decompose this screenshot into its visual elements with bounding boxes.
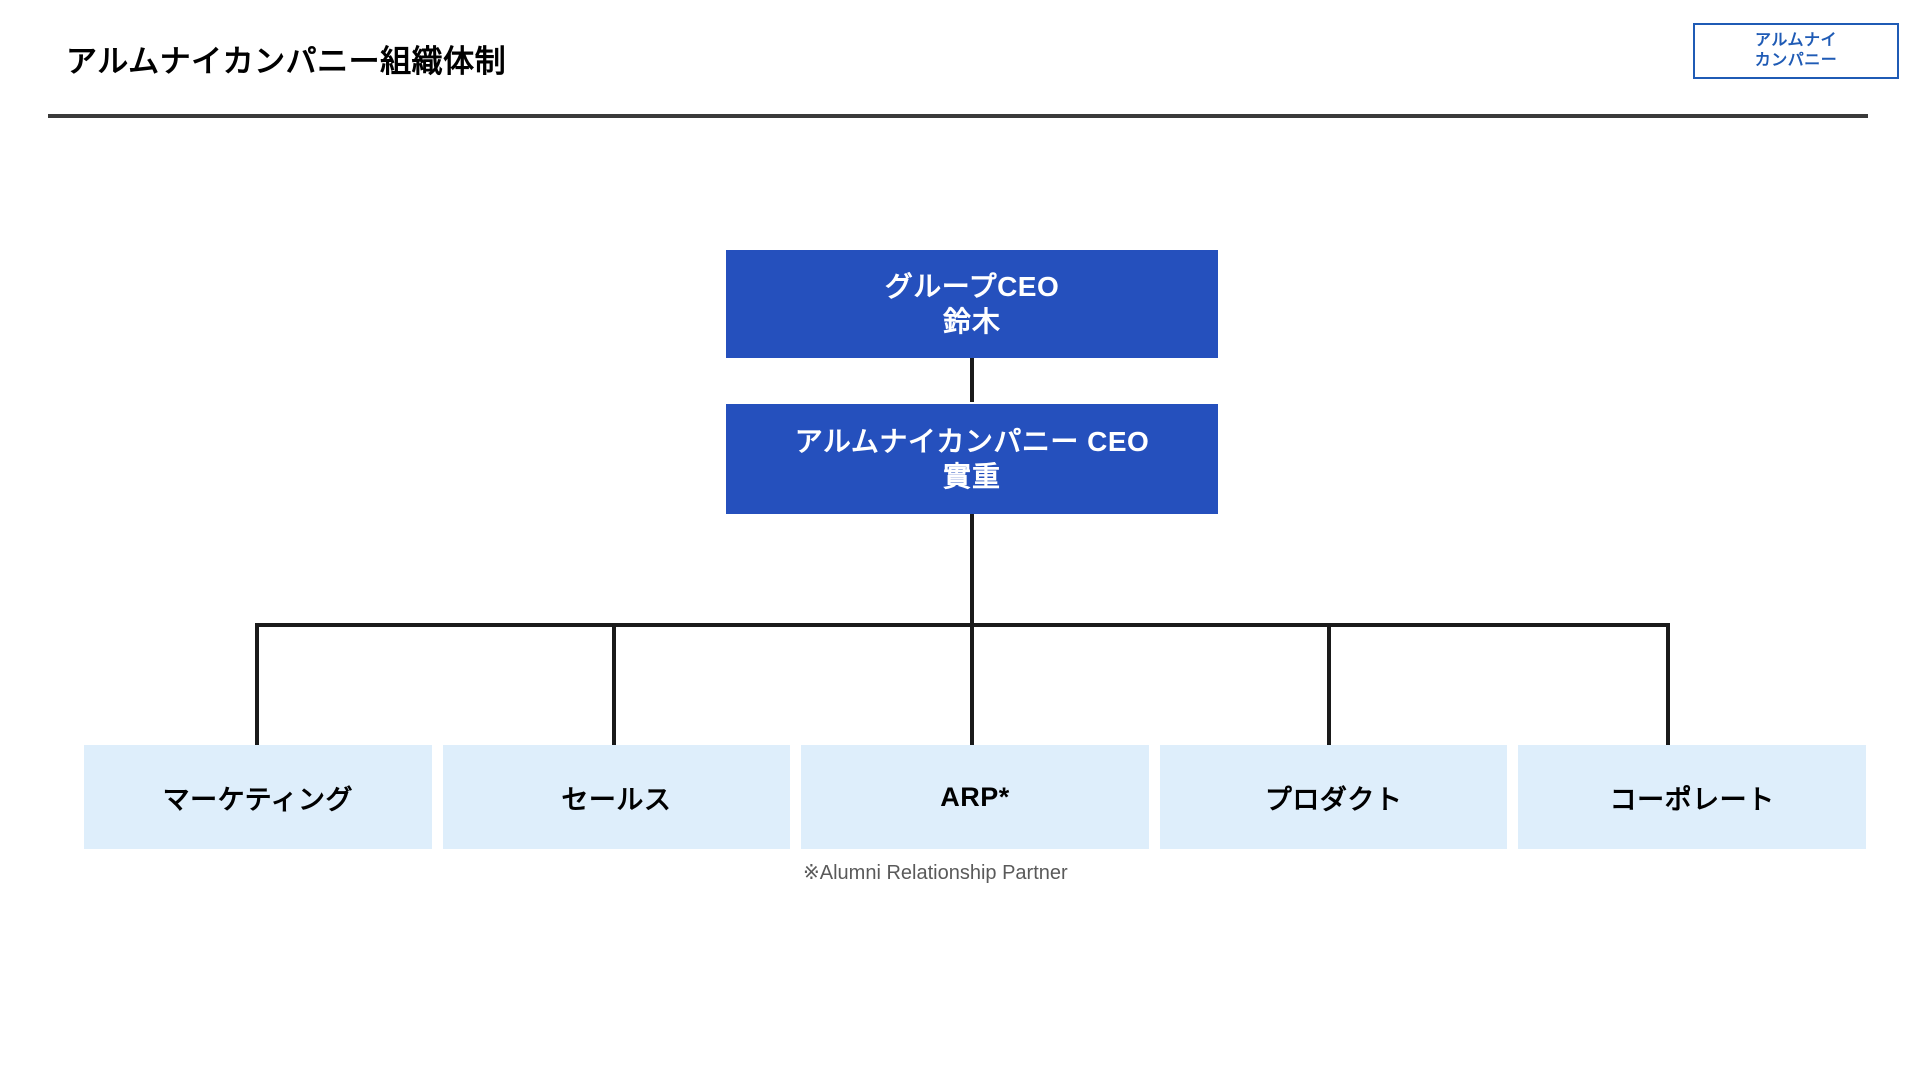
sales-label: セールス [561,784,672,815]
org-node-group-ceo[interactable]: グループCEO 鈴木 [726,250,1218,358]
org-node-alumni-company-ceo[interactable]: アルムナイカンパニー CEO 實重 [726,404,1218,514]
connector-drop-product [1327,623,1331,745]
header-divider-rule [48,114,1868,118]
connector-alumni-ceo-to-bus [970,514,974,627]
connector-horizontal-bus [255,623,1670,627]
connector-group-ceo-to-alumni-ceo [970,358,974,402]
marketing-label: マーケティング [162,784,353,815]
corporate-label: コーポレート [1609,784,1775,815]
connector-drop-corporate [1666,623,1670,745]
org-node-product[interactable]: プロダクト [1159,745,1508,849]
org-node-marketing[interactable]: マーケティング [84,745,432,849]
connector-drop-marketing [255,623,259,745]
group-ceo-role-label: グループCEO [884,270,1060,302]
connector-drop-arp [970,623,974,745]
group-ceo-name-label: 鈴木 [942,306,1001,337]
department-row: マーケティング セールス ARP* プロダクト コーポレート [84,745,1866,849]
brand-logo-line-2: カンパニー [1754,52,1838,69]
connector-drop-sales [612,623,616,745]
org-node-sales[interactable]: セールス [442,745,791,849]
org-node-corporate[interactable]: コーポレート [1518,745,1866,849]
brand-logo-line-1: アルムナイ [1754,32,1838,49]
alumni-company-ceo-name-label: 實重 [942,461,1001,492]
footnote-arp-definition: ※Alumni Relationship Partner [803,862,1068,884]
arp-label: ARP* [940,781,1010,812]
alumni-company-ceo-role-label: アルムナイカンパニー CEO [794,425,1150,457]
page-title: アルムナイカンパニー組織体制 [66,44,507,79]
brand-logo-box: アルムナイ カンパニー [1693,23,1899,79]
product-label: プロダクト [1264,784,1403,815]
org-node-arp[interactable]: ARP* [801,745,1149,849]
